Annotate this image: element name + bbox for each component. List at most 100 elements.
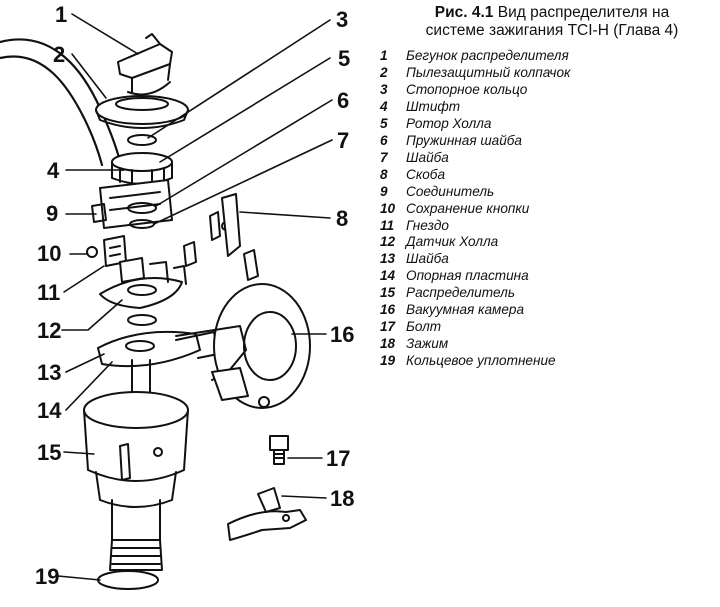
legend-item-label: Шайба (406, 251, 449, 267)
spring-washer-part (127, 202, 157, 214)
legend-item: 13 Шайба (380, 251, 716, 268)
callout-1: 1 (55, 2, 68, 27)
legend-item-label: Соединитель (406, 183, 495, 199)
base-plate-part (97, 330, 219, 368)
legend-item-number: 16 (380, 302, 396, 318)
legend-item: 19 Кольцевое уплотнение (380, 353, 716, 370)
callout-11: 11 (37, 280, 61, 305)
legend-item-label: Ротор Холла (406, 115, 492, 131)
lower-washer-part (127, 314, 157, 326)
legend-item-number: 8 (380, 166, 388, 182)
callout-4: 4 (47, 158, 60, 183)
legend-item: 10 Сохранение кнопки (380, 201, 716, 218)
caption-title: Рис. 4.1 Вид распределителя на системе з… (388, 4, 716, 40)
vacuum-hose (0, 38, 124, 172)
legend-item-label: Кольцевое уплотнение (406, 353, 556, 369)
clip-bracket-part (221, 193, 259, 281)
legend-item-number: 1 (380, 48, 388, 63)
legend-item-number: 12 (380, 234, 396, 250)
legend-item: 3 Стопорное кольцо (380, 82, 716, 99)
legend-item-number: 4 (380, 98, 388, 114)
distributor-body-part (83, 391, 189, 541)
figure-caption: Рис. 4.1 Вид распределителя на системе з… (380, 4, 716, 370)
legend-item: 9 Соединитель (380, 184, 716, 201)
legend-item-label: Вакуумная камера (406, 302, 525, 318)
callout-17: 17 (326, 446, 351, 471)
legend-item-label: Опорная пластина (406, 268, 529, 284)
legend-item-number: 6 (380, 132, 388, 148)
small-fixings (183, 211, 231, 267)
legend-item: 5 Ротор Холла (380, 116, 716, 133)
legend-item-number: 9 (380, 183, 388, 199)
legend-item: 11 Гнездо (380, 218, 716, 235)
leader-lines (57, 13, 333, 581)
callout-19: 19 (35, 564, 60, 589)
legend-item-label: Распределитель (406, 285, 515, 301)
legend-item-number: 15 (380, 285, 396, 301)
callout-13: 13 (37, 360, 62, 385)
callout-5: 5 (338, 46, 351, 71)
legend-item-label: Сохранение кнопки (406, 200, 530, 216)
legend-item: 4 Штифт (380, 99, 716, 116)
legend-item: 6 Пружинная шайба (380, 133, 716, 150)
legend-item-number: 13 (380, 251, 396, 267)
callout-16: 16 (330, 322, 355, 347)
callout-15: 15 (37, 440, 62, 465)
legend-item-label: Гнездо (406, 217, 449, 233)
legend-item-label: Болт (406, 319, 442, 335)
legend-item: 1 Бегунок распределителя (380, 48, 716, 65)
callout-2: 2 (53, 42, 66, 67)
circlip-part (127, 134, 157, 146)
parts-legend: 1 Бегунок распределителя 2 Пылезащитный кол… (380, 48, 716, 370)
o-ring-part (97, 570, 159, 590)
legend-item-number: 18 (380, 336, 396, 352)
legend-item-number: 11 (380, 217, 395, 233)
rotor-arm-part (117, 33, 173, 96)
legend-item: 16 Вакуумная камера (380, 302, 716, 319)
callout-7: 7 (337, 128, 350, 153)
legend-item: 18 Зажим (380, 336, 716, 353)
callout-10: 10 (37, 241, 62, 266)
callout-9: 9 (46, 201, 59, 226)
figure-number: Рис. 4.1 (434, 4, 494, 21)
drive-gear-part (109, 539, 163, 571)
callout-12: 12 (37, 318, 62, 343)
callout-3: 3 (336, 7, 349, 32)
legend-item-number: 10 (380, 200, 396, 216)
legend-item-label: Зажим (406, 336, 449, 352)
vacuum-unit-part (175, 283, 311, 409)
legend-item-label: Датчик Холла (406, 234, 499, 250)
dust-cap-part (95, 95, 189, 129)
legend-item-number: 2 (380, 64, 388, 80)
legend-item-number: 17 (380, 319, 396, 335)
caption-title-line2: системе зажигания TCI-H (Глава 4) (425, 22, 679, 39)
legend-item-number: 3 (380, 81, 388, 97)
retaining-button-part (86, 246, 98, 258)
callout-6: 6 (337, 88, 350, 113)
legend-item-number: 19 (380, 353, 396, 369)
clamp-part (227, 487, 307, 541)
legend-item-label: Пружинная шайба (406, 132, 522, 148)
legend-item-label: Стопорное кольцо (406, 81, 528, 97)
bolt-part (269, 435, 289, 465)
callout-18: 18 (330, 486, 355, 511)
legend-item: 15 Распределитель (380, 285, 716, 302)
legend-item: 7 Шайба (380, 150, 716, 167)
legend-item-label: Бегунок распределителя (406, 48, 569, 63)
legend-item: 17 Болт (380, 319, 716, 336)
legend-item-label: Штифт (406, 98, 461, 114)
callout-14: 14 (37, 398, 62, 423)
legend-item-label: Шайба (406, 149, 449, 165)
legend-item-number: 5 (380, 115, 388, 131)
legend-item: 2 Пылезащитный колпачок (380, 65, 716, 82)
legend-item-number: 7 (380, 149, 388, 165)
legend-item-number: 14 (380, 268, 396, 284)
legend-item: 12 Датчик Холла (380, 234, 716, 251)
caption-title-line1: Вид распределителя на (497, 4, 670, 21)
legend-item: 14 Опорная пластина (380, 268, 716, 285)
callout-8: 8 (336, 206, 349, 231)
legend-item-label: Пылезащитный колпачок (406, 64, 571, 80)
